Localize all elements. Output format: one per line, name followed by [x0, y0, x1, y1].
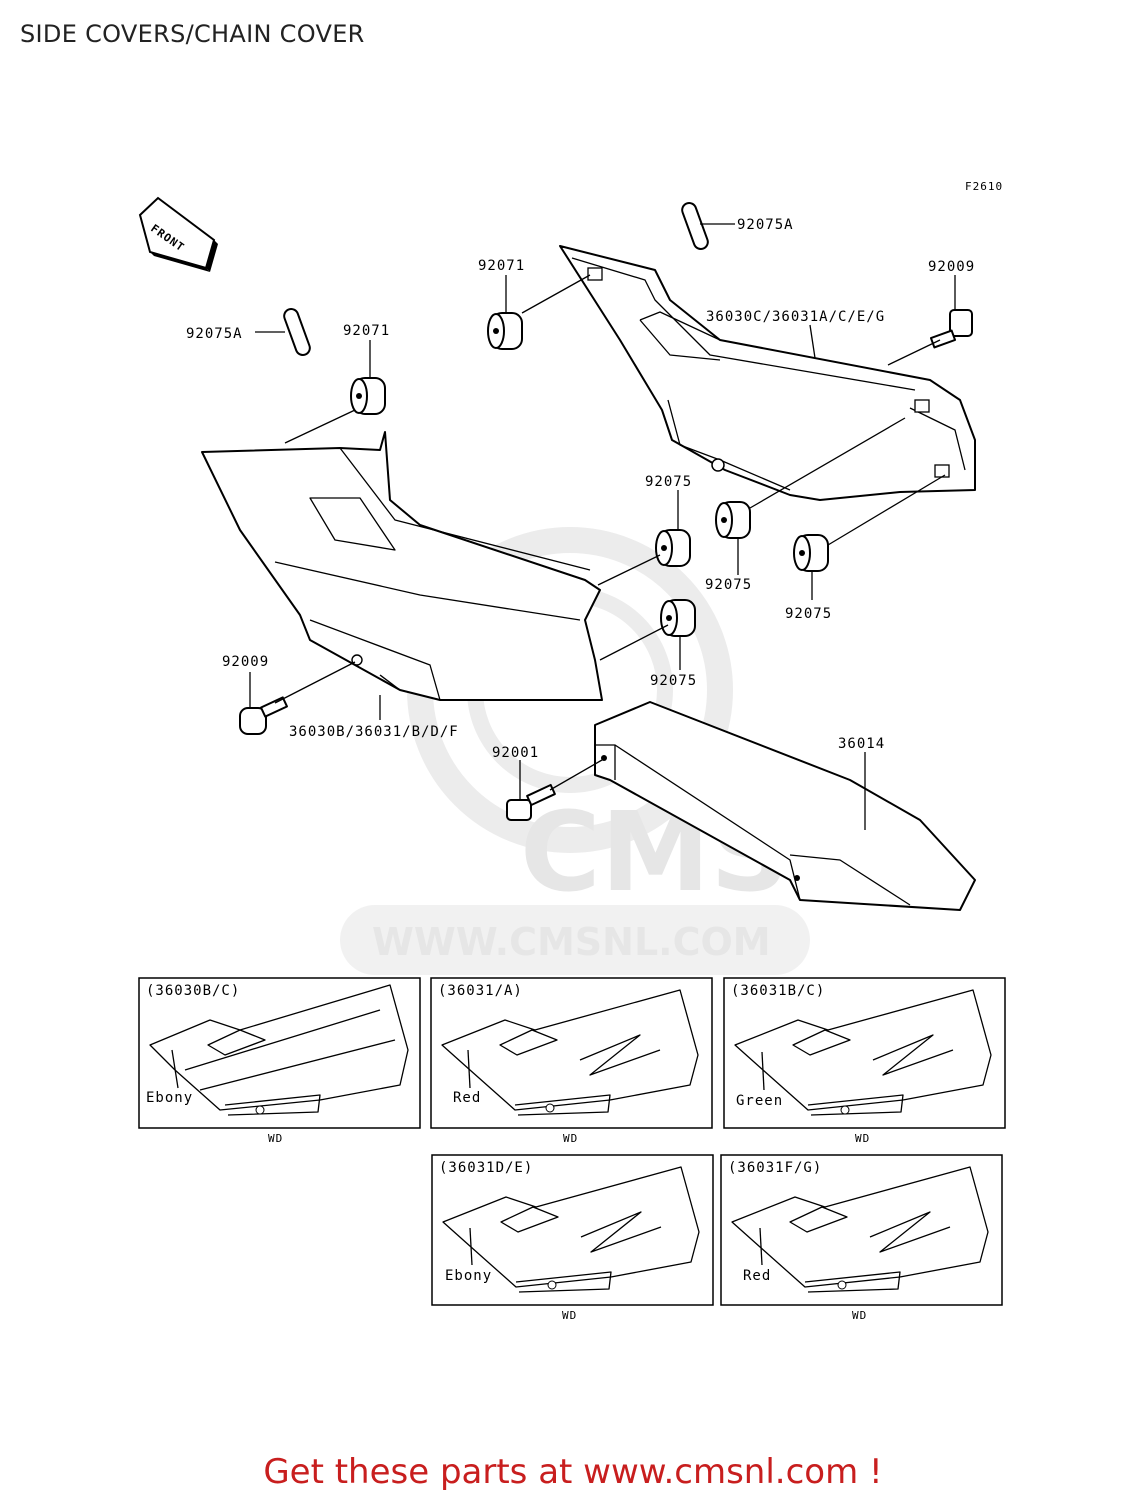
variant-note: WD [852, 1309, 867, 1322]
callout-label: 92075 [785, 606, 832, 622]
variant-code: (36031B/C) [731, 983, 825, 999]
left-side-cover [201, 431, 603, 701]
variant-code: (36030B/C) [146, 983, 240, 999]
callout-label: 92009 [222, 654, 269, 670]
footer-link[interactable]: Get these parts at www.cmsnl.com ! [263, 1452, 883, 1492]
variant-note: WD [562, 1309, 577, 1322]
variant-color: Ebony [146, 1090, 193, 1106]
right-side-cover [559, 245, 976, 501]
watermark-url: WWW.CMSNL.COM [372, 920, 771, 964]
variant-color: Ebony [445, 1268, 492, 1284]
callout-label: 36030C/36031A/C/E/G [706, 309, 885, 325]
variant-box: (36031D/E) Ebony WD [431, 1154, 714, 1322]
grommet-icon [350, 312, 829, 637]
callout-label: 92075 [705, 577, 752, 593]
variant-box: (36031B/C) Green WD [723, 977, 1006, 1145]
variant-code: (36031/A) [438, 983, 523, 999]
leader-lines [249, 223, 956, 830]
page-title: SIDE COVERS/CHAIN COVER [20, 20, 365, 48]
variant-note: WD [855, 1132, 870, 1145]
variant-code: (36031F/G) [728, 1160, 822, 1176]
variant-color: Green [736, 1093, 783, 1109]
variant-note: WD [563, 1132, 578, 1145]
bolt-icon [239, 309, 973, 821]
figure-code: F2610 [965, 180, 1003, 193]
callout-label: 92071 [478, 258, 525, 274]
front-arrow-icon: FRONT [138, 196, 218, 272]
variant-color: Red [453, 1090, 481, 1106]
callout-label: 36014 [838, 736, 885, 752]
callout-label: 92075A [186, 326, 243, 342]
variant-note: WD [268, 1132, 283, 1145]
callout-label: 92075A [737, 217, 794, 233]
callout-label: 92001 [492, 745, 539, 761]
parts-diagram: CMS WWW.CMSNL.COM F2610 FRONT [138, 180, 1006, 1322]
variant-color: Red [743, 1268, 771, 1284]
variant-code: (36031D/E) [439, 1160, 533, 1176]
callout-label: 36030B/36031/B/D/F [289, 724, 459, 740]
callout-label: 92071 [343, 323, 390, 339]
variant-box: (36031/A) Red WD [430, 977, 713, 1145]
callout-label: 92009 [928, 259, 975, 275]
variant-box: (36031F/G) Red WD [720, 1154, 1003, 1322]
callout-label: 92075 [645, 474, 692, 490]
chain-cover [594, 701, 976, 911]
variant-box: (36030B/C) Ebony WD [138, 977, 421, 1145]
callout-label: 92075 [650, 673, 697, 689]
